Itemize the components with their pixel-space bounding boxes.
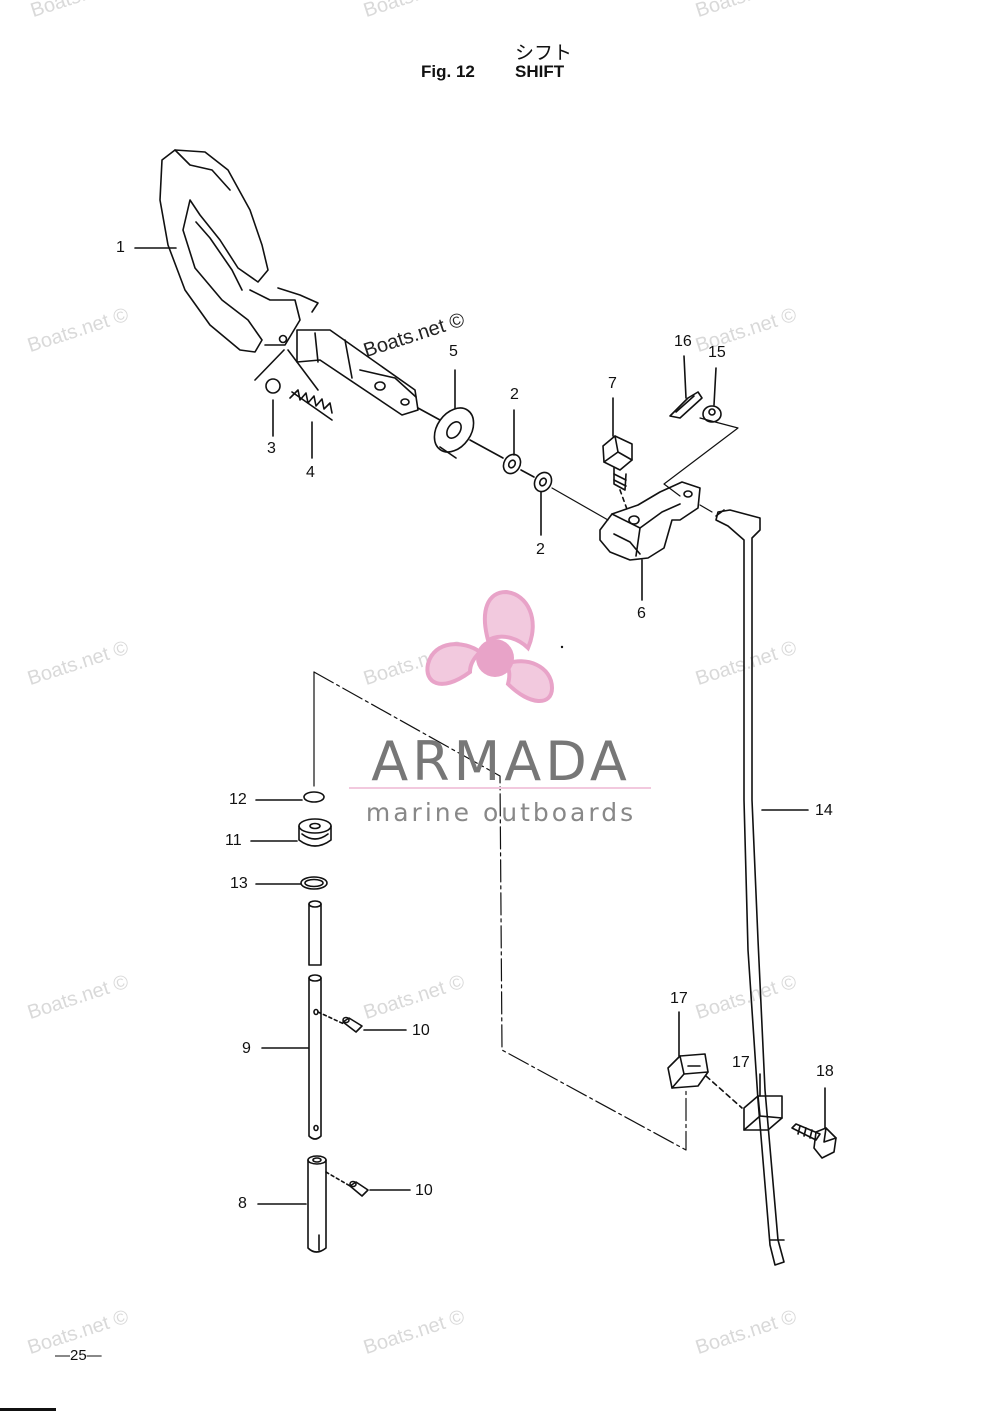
footer-rule bbox=[0, 1408, 56, 1411]
logo-name: ARMADA bbox=[371, 730, 631, 793]
callout-2: 2 bbox=[510, 386, 519, 403]
shift-lever-part-1 bbox=[159, 149, 319, 353]
snap-pin-part-16 bbox=[669, 391, 703, 419]
shift-link-rod-part-14 bbox=[715, 509, 785, 1266]
connector-part-17b bbox=[743, 1095, 783, 1131]
logo-tagline: marine outboards bbox=[365, 798, 637, 827]
spring-part-4 bbox=[289, 389, 333, 421]
title-japanese: シフト bbox=[515, 42, 573, 64]
lower-rod-part-8 bbox=[307, 1155, 327, 1253]
washer-part-15 bbox=[702, 405, 722, 423]
callout-18: 18 bbox=[816, 1063, 834, 1080]
figure-label: Fig. 12 bbox=[421, 62, 475, 81]
callout-16: 16 bbox=[674, 333, 692, 350]
callout-9: 9 bbox=[242, 1040, 251, 1057]
callout-2: 2 bbox=[536, 541, 545, 558]
bolt-part-18 bbox=[791, 1123, 837, 1159]
callout-6: 6 bbox=[637, 605, 646, 622]
callout-14: 14 bbox=[815, 802, 833, 819]
armada-propeller-logo bbox=[425, 589, 555, 703]
washer-part-2a bbox=[502, 453, 522, 475]
circlip-part-13 bbox=[300, 876, 328, 890]
shift-shaft bbox=[296, 329, 419, 416]
shift-arm-part-6 bbox=[599, 481, 701, 561]
pin-part-10b bbox=[349, 1180, 369, 1197]
callout-5: 5 bbox=[449, 343, 458, 360]
o-ring-part-12 bbox=[303, 791, 325, 803]
callout-3: 3 bbox=[267, 440, 276, 457]
upper-rod bbox=[308, 900, 322, 966]
callout-12: 12 bbox=[229, 791, 247, 808]
page-number: —25— bbox=[55, 1347, 102, 1364]
callout-15: 15 bbox=[708, 344, 726, 361]
callout-10: 10 bbox=[415, 1182, 433, 1199]
callout-4: 4 bbox=[306, 464, 315, 481]
callout-1: 1 bbox=[116, 239, 125, 256]
pin-part-10a bbox=[342, 1016, 363, 1033]
grommet-part-11 bbox=[298, 818, 332, 847]
callout-13: 13 bbox=[230, 875, 248, 892]
connector-part-17a bbox=[667, 1053, 709, 1089]
callout-7: 7 bbox=[608, 375, 617, 392]
callout-8: 8 bbox=[238, 1195, 247, 1212]
bolt-part-7 bbox=[602, 435, 633, 491]
shift-rod-part-9 bbox=[308, 974, 322, 1140]
callout-17: 17 bbox=[732, 1054, 750, 1071]
callout-11: 11 bbox=[225, 832, 242, 849]
callout-17: 17 bbox=[670, 990, 688, 1007]
figure-name: SHIFT bbox=[515, 62, 565, 81]
ball-part-3 bbox=[265, 378, 281, 394]
washer-part-2b bbox=[533, 471, 553, 493]
washer-part-5 bbox=[433, 407, 475, 459]
callout-10: 10 bbox=[412, 1022, 430, 1039]
